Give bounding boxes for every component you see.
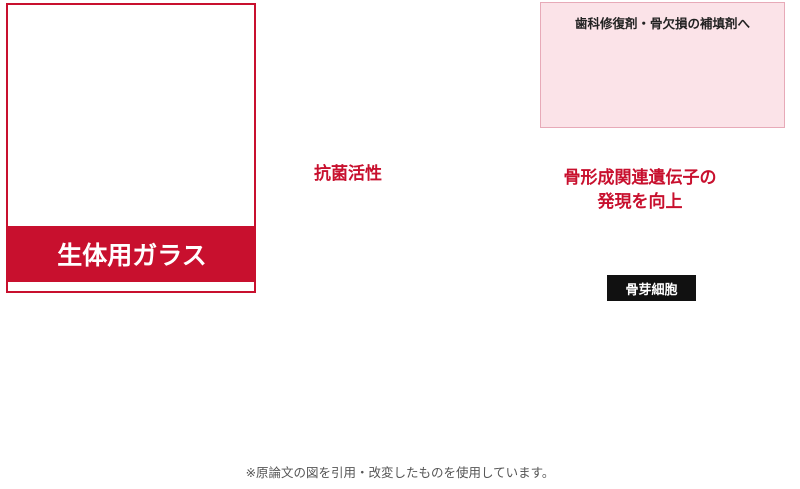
- glass-particle: [146, 396, 184, 434]
- cell-speckle: [598, 298, 602, 302]
- cell-speckle: [468, 253, 472, 257]
- svg-text:Si: Si: [560, 270, 573, 284]
- glass-particle: [501, 406, 539, 444]
- cell-speckle: [508, 243, 512, 247]
- glass-particle: [681, 336, 719, 374]
- glass-particle: [281, 386, 319, 424]
- glass-particles: [93, 314, 789, 444]
- glass-particle: [601, 406, 639, 444]
- cell-speckle: [483, 238, 487, 242]
- cell-speckle: [593, 266, 597, 270]
- svg-text:Zn: Zn: [338, 250, 355, 264]
- cell-speckle: [498, 293, 502, 297]
- cell-speckle: [533, 226, 537, 230]
- cell-speckle: [543, 236, 547, 240]
- citation-footnote: ※原論文の図を引用・改変したものを使用しています。: [245, 465, 555, 480]
- svg-text:P: P: [484, 278, 493, 292]
- glass-surface: [89, 326, 791, 441]
- application-title: 歯科修復剤・骨欠損の補填剤へ: [574, 16, 750, 31]
- glass-particle: [336, 401, 374, 439]
- glass-particle: [93, 376, 131, 414]
- glass-particle: [251, 316, 289, 354]
- glass-particle: [751, 401, 789, 439]
- glass-particle: [581, 326, 619, 364]
- osteoblast-label: 骨芽細胞: [607, 275, 696, 301]
- glass-particle: [316, 346, 354, 384]
- cell-speckle: [588, 248, 592, 252]
- antibacterial-zn-ion: Zn: [329, 238, 365, 274]
- glass-particle: [636, 381, 674, 419]
- glass-particle: [384, 381, 422, 419]
- cell-ion-zn: Zn: [509, 250, 545, 286]
- bioglass-label: 生体用ガラス: [8, 226, 256, 282]
- gene-expression-line2: 発現を向上: [597, 192, 683, 212]
- cell-speckle: [468, 298, 472, 302]
- application-panel: 歯科修復剤・骨欠損の補填剤へ: [540, 2, 785, 128]
- antibacterial-label: 抗菌活性: [314, 164, 382, 184]
- ion-uptake-arrows: [486, 283, 571, 349]
- cell-ion-si: Si: [548, 258, 584, 294]
- zn-release-arrow: [320, 284, 353, 356]
- gene-expression-line1: 骨形成関連遺伝子の: [563, 168, 717, 188]
- cell-speckle: [563, 218, 567, 222]
- glass-particle: [461, 361, 499, 399]
- glass-particle: [229, 369, 267, 407]
- glass-particle: [526, 371, 564, 409]
- cell-speckle: [638, 303, 642, 307]
- cell-speckle: [518, 303, 522, 307]
- glass-particle: [112, 316, 150, 354]
- cell-speckle: [453, 278, 457, 282]
- cell-speckle: [578, 233, 582, 237]
- cell-speckle: [543, 298, 547, 302]
- glass-particle: [421, 406, 459, 444]
- glass-particle: [441, 314, 479, 352]
- svg-text:Zn: Zn: [518, 262, 535, 276]
- cell-speckle: [618, 260, 622, 264]
- cell-ion-p: P: [470, 266, 506, 302]
- glass-particle: [733, 366, 771, 404]
- bacterium: [312, 174, 463, 252]
